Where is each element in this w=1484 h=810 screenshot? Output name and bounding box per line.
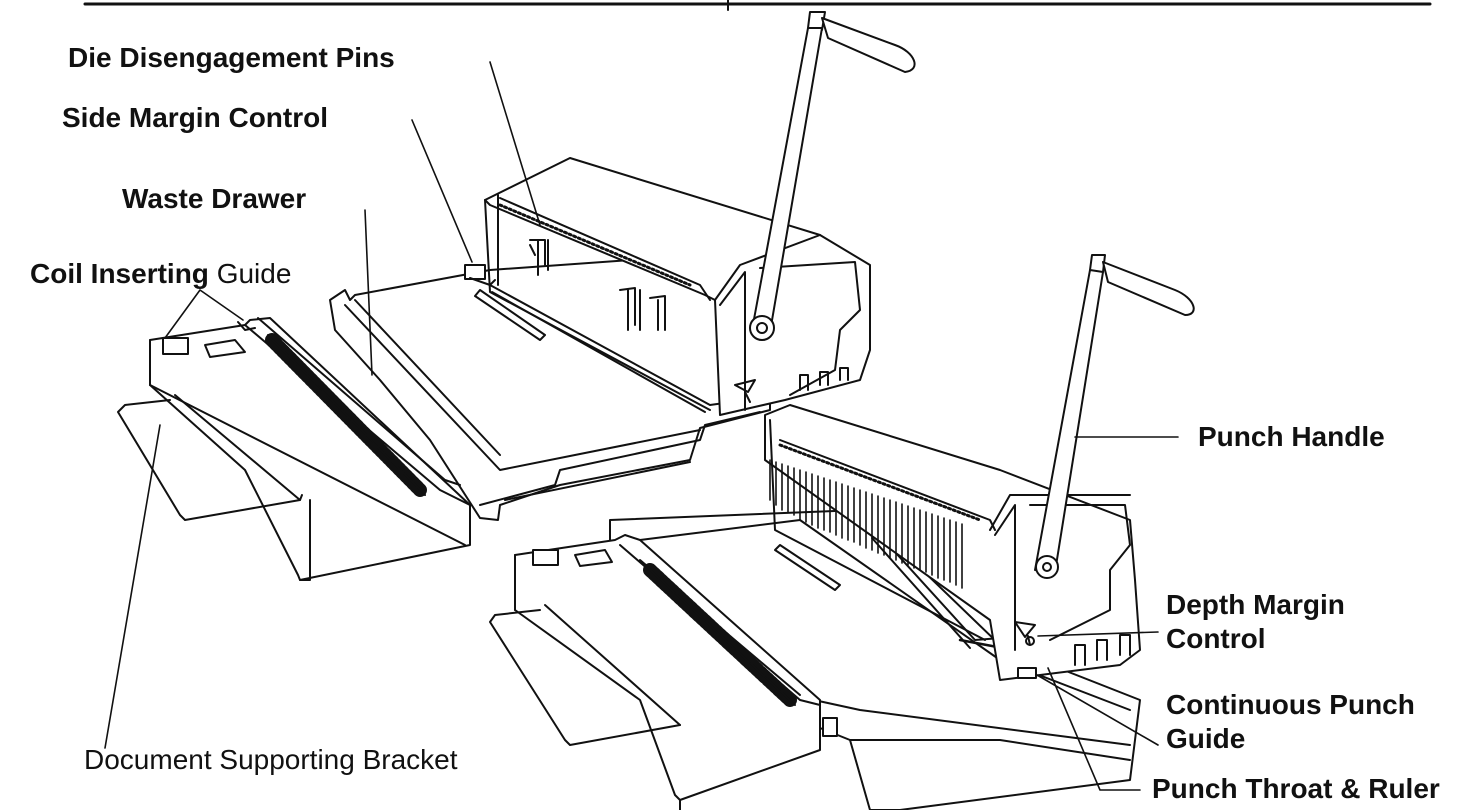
- leader-continuous-guide: [1036, 674, 1159, 746]
- front-machine: [609, 254, 1195, 810]
- leader-waste-drawer: [364, 209, 373, 376]
- back-coil-inserter: [117, 317, 471, 581]
- leader-depth-margin: [1037, 631, 1159, 637]
- label-die-disengagement-pins: Die Disengagement Pins: [68, 42, 395, 73]
- label-punch-throat-ruler: Punch Throat & Ruler: [1152, 773, 1440, 804]
- label-side-margin-control: Side Margin Control: [62, 102, 328, 133]
- front-coil-inserter: [489, 534, 838, 810]
- label-depth-margin-line2: Control: [1166, 623, 1266, 654]
- label-depth-margin-line1: Depth Margin: [1166, 589, 1345, 620]
- label-document-supporting-bracket: Document Supporting Bracket: [84, 744, 458, 775]
- label-inserting-word: Inserting: [90, 258, 209, 289]
- label-waste-drawer: Waste Drawer: [122, 183, 307, 214]
- label-guide-word: Guide: [216, 258, 292, 289]
- label-continuous-line2: Guide: [1166, 723, 1246, 754]
- label-punch-handle: Punch Handle: [1198, 421, 1385, 452]
- leader-document-bracket: [104, 424, 161, 749]
- leader-side-margin: [411, 119, 473, 263]
- leader-coil-guide: [164, 289, 244, 339]
- label-coil-inserting-guide: Coil Inserting Guide: [30, 258, 291, 290]
- label-continuous-punch-guide: Continuous Punch Guide: [1166, 688, 1415, 756]
- leader-punch-throat: [1047, 667, 1141, 791]
- leader-die-pins: [489, 61, 541, 226]
- label-coil-word: Coil: [30, 258, 83, 289]
- back-machine: [329, 11, 916, 521]
- label-continuous-line1: Continuous Punch: [1166, 689, 1415, 720]
- label-depth-margin-control: Depth Margin Control: [1166, 588, 1345, 656]
- leader-lines: [104, 61, 1179, 791]
